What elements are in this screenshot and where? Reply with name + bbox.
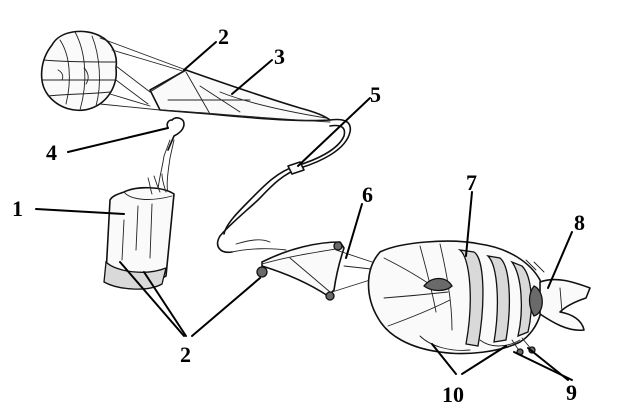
label-9: 9 (566, 380, 577, 405)
number-labels: 1 2 3 4 5 6 7 8 9 10 2 (12, 24, 585, 407)
leader-2-bottom-b (143, 271, 187, 337)
label-3: 3 (274, 44, 285, 69)
label-7: 7 (466, 170, 477, 195)
label-2-bottom: 2 (180, 342, 191, 367)
riser-cone (256, 241, 381, 301)
container-canister (103, 173, 175, 290)
leader-2-bottom-a (119, 261, 185, 337)
label-8: 8 (574, 210, 585, 235)
label-4: 4 (46, 140, 57, 165)
label-10: 10 (442, 382, 464, 407)
leader-1 (35, 208, 125, 215)
label-1: 1 (12, 196, 23, 221)
leader-10a (431, 343, 457, 375)
leader-2-top (183, 41, 217, 71)
label-6: 6 (362, 182, 373, 207)
leader-7 (465, 191, 473, 257)
leader-lines (35, 41, 573, 381)
leader-2-bottom-c (191, 277, 261, 337)
bridle-sleeve (149, 69, 331, 123)
label-5: 5 (370, 82, 381, 107)
leader-4 (67, 127, 169, 153)
bridle-strap (216, 118, 352, 254)
pilot-chute-canopy (40, 30, 118, 112)
leader-5 (297, 97, 371, 167)
leader-8 (547, 231, 573, 289)
pilot-chute-lines (99, 37, 187, 111)
leader-6 (345, 203, 363, 259)
leader-9b (513, 351, 573, 381)
leader-3 (231, 59, 273, 95)
leader-10b (461, 345, 507, 375)
main-packed-canopy (367, 240, 591, 356)
label-2-top: 2 (218, 24, 229, 49)
